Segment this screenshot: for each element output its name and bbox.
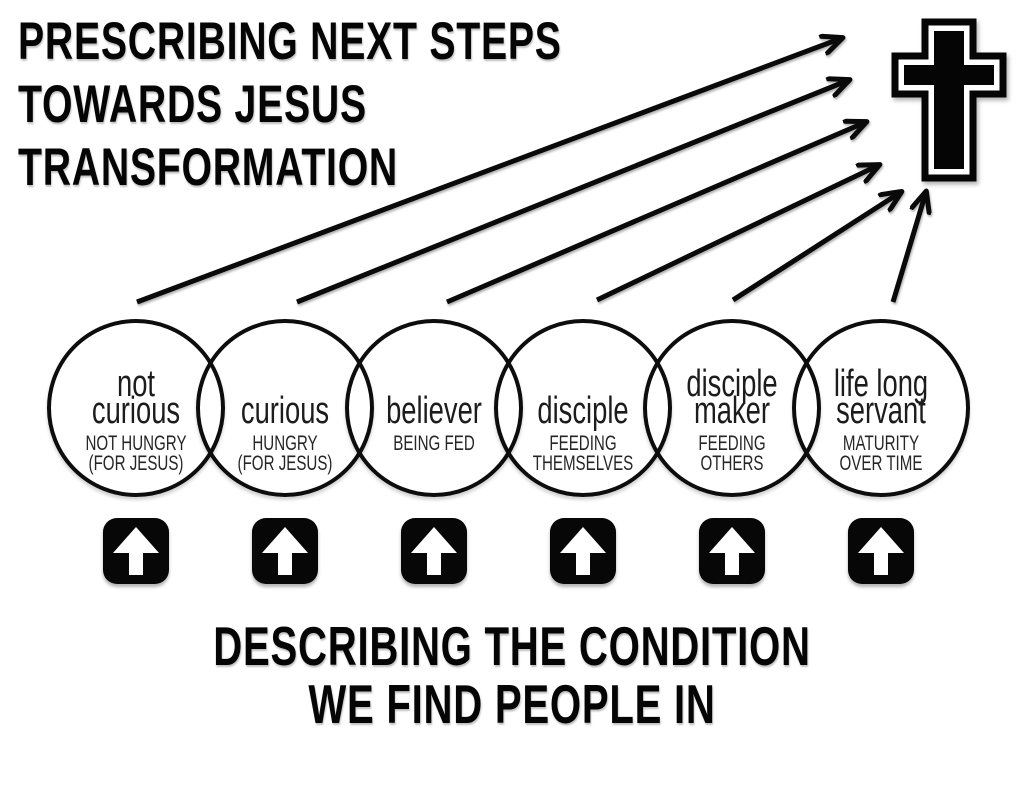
up-arrow-icon [699, 518, 765, 584]
up-arrow-icon [401, 518, 467, 584]
stage-label: not curious [91, 363, 181, 432]
stage-sublabel: HUNGRY (FOR JESUS) [237, 432, 333, 475]
stage-label: life long servant [833, 363, 929, 432]
stage-sublabel: BEING FED [393, 432, 475, 455]
stage-label: believer [386, 390, 482, 432]
stage-label: curious [240, 390, 330, 432]
christian-cross-icon [891, 18, 1007, 182]
stage-label: disciple [537, 390, 629, 432]
page-title: PRESCRIBING NEXT STEPS TOWARDS JESUS TRA… [18, 12, 562, 197]
stage-sublabel: MATURITY OVER TIME [839, 432, 923, 475]
flow-arrow [136, 38, 842, 305]
flow-arrow [446, 122, 866, 305]
up-arrow-icon [252, 518, 318, 584]
flow-arrow [890, 192, 926, 303]
flow-arrow [731, 192, 901, 303]
up-arrow-icon [103, 518, 169, 584]
footer-heading: DESCRIBING THE CONDITION WE FIND PEOPLE … [213, 615, 811, 735]
stage-sublabel: NOT HUNGRY (FOR JESUS) [85, 432, 187, 475]
flow-arrow [296, 80, 849, 305]
stage-circle-curious: curious HUNGRY (FOR JESUS) [196, 319, 374, 497]
stage-label: disciple maker [686, 363, 778, 432]
up-arrow-icon [550, 518, 616, 584]
stage-circle-life-long-servant: life long servant MATURITY OVER TIME [792, 319, 970, 497]
stage-circle-believer: believer BEING FED [345, 319, 523, 497]
up-arrow-icon [848, 518, 914, 584]
stage-sublabel: FEEDING THEMSELVES [532, 432, 634, 475]
stage-sublabel: FEEDING OTHERS [698, 432, 766, 475]
flow-arrow [595, 165, 879, 303]
